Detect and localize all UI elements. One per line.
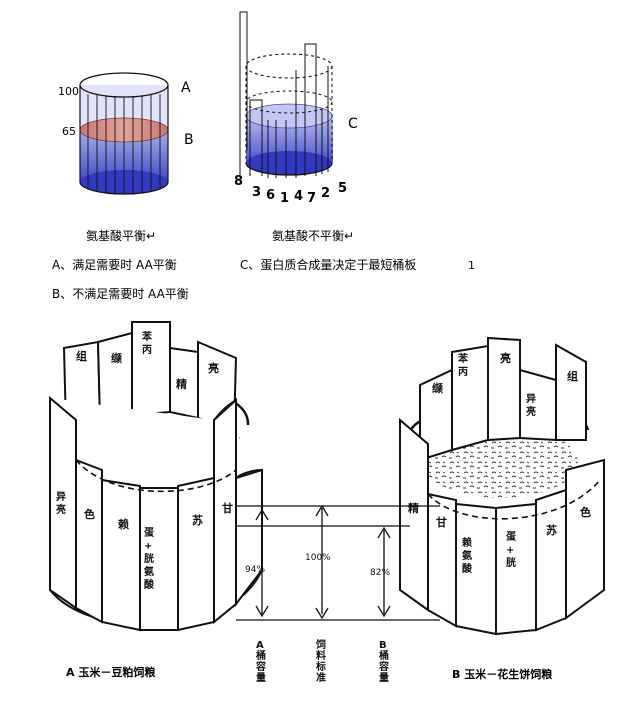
caption-barrel-a: A 玉米－豆粕饲粮	[66, 665, 155, 679]
stave-label: 赖氨酸	[462, 536, 473, 575]
label-a: A	[181, 80, 191, 96]
caption-unbalanced: 氨基酸不平衡↵	[272, 228, 354, 243]
stave-label: 异亮	[526, 393, 536, 418]
stave-label: 色	[84, 507, 95, 521]
stave-label: 组	[567, 369, 578, 383]
stave-label: 蛋+胱氨酸	[144, 527, 155, 591]
label-c: C	[348, 116, 358, 132]
barrel-a	[49, 321, 263, 632]
stave-label: 亮	[500, 351, 511, 365]
legend-line-c-tail: 1	[468, 259, 475, 272]
tick-100: 100	[58, 85, 79, 98]
barrel-a-labels: 组 缬 苯丙 精 亮 异亮 色 赖 蛋+胱氨酸 苏 甘	[56, 330, 233, 591]
legend-line-c: C、蛋白质合成量决定于最短桶板	[240, 257, 416, 272]
caption-barrel-b: B 玉米－花生饼饲粮	[452, 667, 552, 681]
stave-label: 甘	[222, 501, 233, 515]
barrel-b-labels: 缬 苯丙 亮 异亮 组 精 甘 赖氨酸 蛋+胱 苏 色	[408, 351, 591, 575]
center-dimension-lines	[236, 504, 440, 621]
tick-65: 65	[62, 125, 76, 138]
percent-standard: 100%	[305, 553, 331, 563]
stave-label: 缬	[111, 351, 122, 365]
stave-number: 7	[307, 191, 316, 206]
stave-label: 赖	[118, 517, 129, 531]
stave-label: 苏	[192, 513, 203, 527]
stave-label: 色	[580, 505, 591, 519]
stave-label: 异亮	[56, 491, 66, 516]
percent-a: 94%	[245, 565, 265, 575]
center-labels: 94% 100% 82%	[245, 553, 390, 578]
stave-label: 苯丙	[457, 352, 469, 378]
stave-label: 亮	[208, 361, 219, 375]
stave-number: 2	[321, 186, 330, 201]
stave-number: 6	[266, 188, 275, 203]
caption-balanced: 氨基酸平衡↵	[86, 228, 156, 243]
stave-label: 甘	[436, 515, 447, 529]
legend-line-a: A、满足需要时 AA平衡	[52, 258, 177, 272]
stave-label: 缬	[432, 381, 443, 395]
stave-label: 苏	[546, 523, 557, 537]
stave-number: 8	[234, 174, 243, 189]
percent-b: 82%	[370, 568, 390, 578]
label-b: B	[184, 132, 194, 148]
unbalanced-cylinder: C 8 3 6 1 4 7 2 5	[234, 11, 358, 206]
stave-numbers: 8 3 6 1 4 7 2 5	[234, 174, 347, 206]
stave-label: 蛋+胱	[506, 531, 516, 569]
stave-number: 3	[252, 185, 261, 200]
stave-label: 精	[408, 501, 419, 515]
stave-label: 苯丙	[141, 330, 153, 356]
column-feed-standard: 饲料标准	[316, 640, 326, 684]
stave-number: 1	[280, 191, 289, 206]
stave-label: 组	[76, 349, 87, 363]
stave-number: 5	[338, 181, 347, 196]
stave-number: 4	[294, 189, 303, 204]
barrel-b	[399, 336, 605, 636]
balanced-cylinder: 100 65 A B	[58, 72, 194, 195]
stave-label: 精	[176, 377, 187, 391]
legend-line-b: B、不满足需要时 AA平衡	[52, 287, 189, 301]
